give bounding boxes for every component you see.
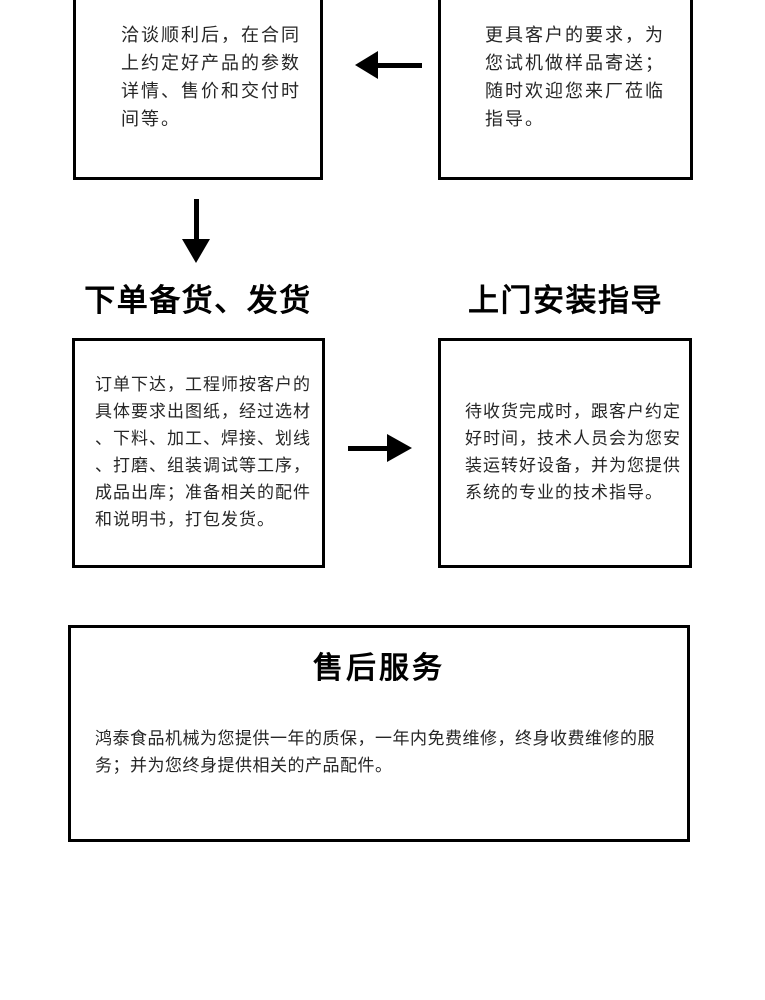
heading-order-preparation: 下单备货、发货	[84, 283, 312, 318]
step-installation-guidance-text: 待收货完成时，跟客户约定 好时间，技术人员会为您安 装运转好设备，并为您提供 系…	[465, 402, 681, 502]
step-box-sample-delivery: 更具客户的要求，为 您试机做样品寄送； 随时欢迎您来厂莅临 指导。	[438, 0, 693, 180]
step-box-sign-contract: 洽谈顺利后，在合同 上约定好产品的参数 详情、售价和交付时 间等。	[73, 0, 323, 180]
after-sales-box	[68, 625, 690, 842]
after-sales-title: 售后服务	[313, 652, 445, 685]
down-arrow-icon	[182, 239, 210, 263]
step-order-production-text: 订单下达，工程师按客户的 具体要求出图纸，经过选材 、下料、加工、焊接、划线 、…	[95, 375, 311, 529]
step-sample-delivery-text: 更具客户的要求，为 您试机做样品寄送； 随时欢迎您来厂莅临 指导。	[485, 25, 665, 129]
left-arrow-icon	[376, 63, 422, 68]
heading-onsite-installation: 上门安装指导	[468, 283, 663, 318]
left-arrow-icon	[355, 51, 378, 79]
right-arrow-icon	[387, 434, 412, 462]
down-arrow-icon	[194, 199, 199, 241]
right-arrow-icon	[348, 446, 390, 451]
step-box-installation-guidance: 待收货完成时，跟客户约定 好时间，技术人员会为您安 装运转好设备，并为您提供 系…	[438, 338, 692, 568]
step-sign-contract-text: 洽谈顺利后，在合同 上约定好产品的参数 详情、售价和交付时 间等。	[121, 25, 301, 129]
after-sales-text: 鸿泰食品机械为您提供一年的质保，一年内免费维修，终身收费维修的服 务；并为您终身…	[95, 729, 655, 775]
step-box-order-production: 订单下达，工程师按客户的 具体要求出图纸，经过选材 、下料、加工、焊接、划线 、…	[72, 338, 325, 568]
